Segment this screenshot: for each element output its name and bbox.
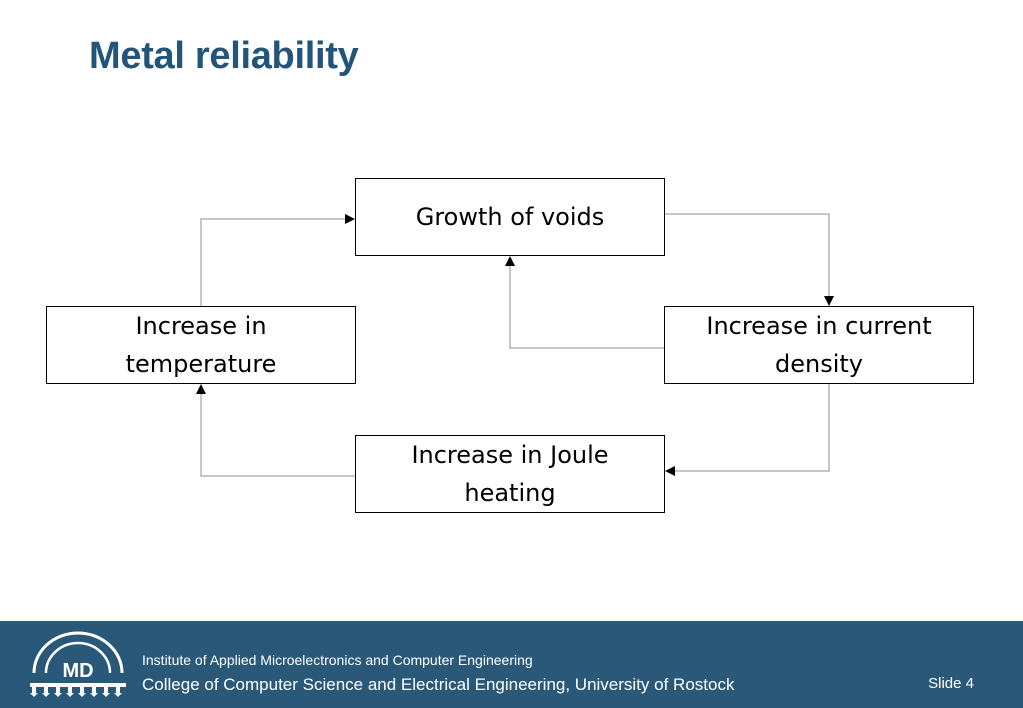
- node-label-line: Increase in current: [706, 312, 932, 340]
- cycle-diagram-connectors: [196, 213, 834, 477]
- footer-bar: MD Institute of Applied Microelectronics…: [0, 621, 1023, 708]
- edge-voids-to-current: [665, 213, 834, 306]
- slide-number: Slide 4: [928, 675, 974, 692]
- footer-college-name: College of Computer Science and Electric…: [142, 675, 735, 694]
- edge-temperature-to-voids: [200, 214, 355, 306]
- node-label-line: density: [775, 350, 863, 378]
- node-label-line: heating: [464, 479, 556, 507]
- node-increase-in-temperature: Increase in temperature: [46, 306, 356, 384]
- edge-joule-to-temperature: [196, 384, 355, 477]
- edge-current-to-joule: [665, 384, 830, 476]
- slide-title: Metal reliability: [89, 35, 359, 77]
- logo-text: MD: [62, 660, 93, 682]
- node-label-line: Increase in Joule: [411, 441, 609, 469]
- node-increase-in-joule-heating: Increase in Joule heating: [355, 435, 665, 513]
- node-increase-in-current-density: Increase in current density: [664, 306, 974, 384]
- institute-logo-icon: MD: [30, 631, 126, 697]
- node-label-line: Increase in: [135, 312, 267, 340]
- footer-institute-name: Institute of Applied Microelectronics an…: [142, 652, 533, 668]
- node-growth-of-voids: Growth of voids: [355, 178, 665, 256]
- node-label-line: Growth of voids: [415, 203, 605, 231]
- node-label-line: temperature: [125, 350, 277, 378]
- edge-current-to-voids: [505, 256, 664, 349]
